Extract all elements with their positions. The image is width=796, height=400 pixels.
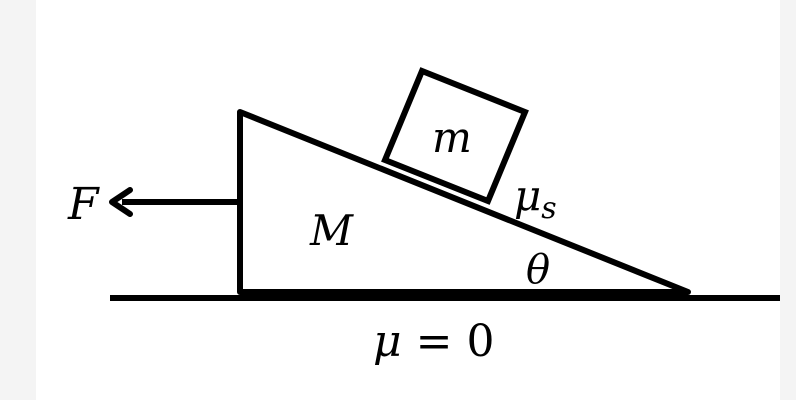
static-friction-label: μs [514, 171, 557, 226]
wedge-mass-label: M [309, 206, 354, 255]
floor-friction-label: μ=0 [373, 316, 494, 367]
block [381, 67, 529, 205]
angle-label: θ [526, 247, 550, 293]
force-arrow-head [109, 187, 133, 217]
block-mass-label: m [432, 113, 472, 162]
force-label: F [67, 179, 100, 230]
